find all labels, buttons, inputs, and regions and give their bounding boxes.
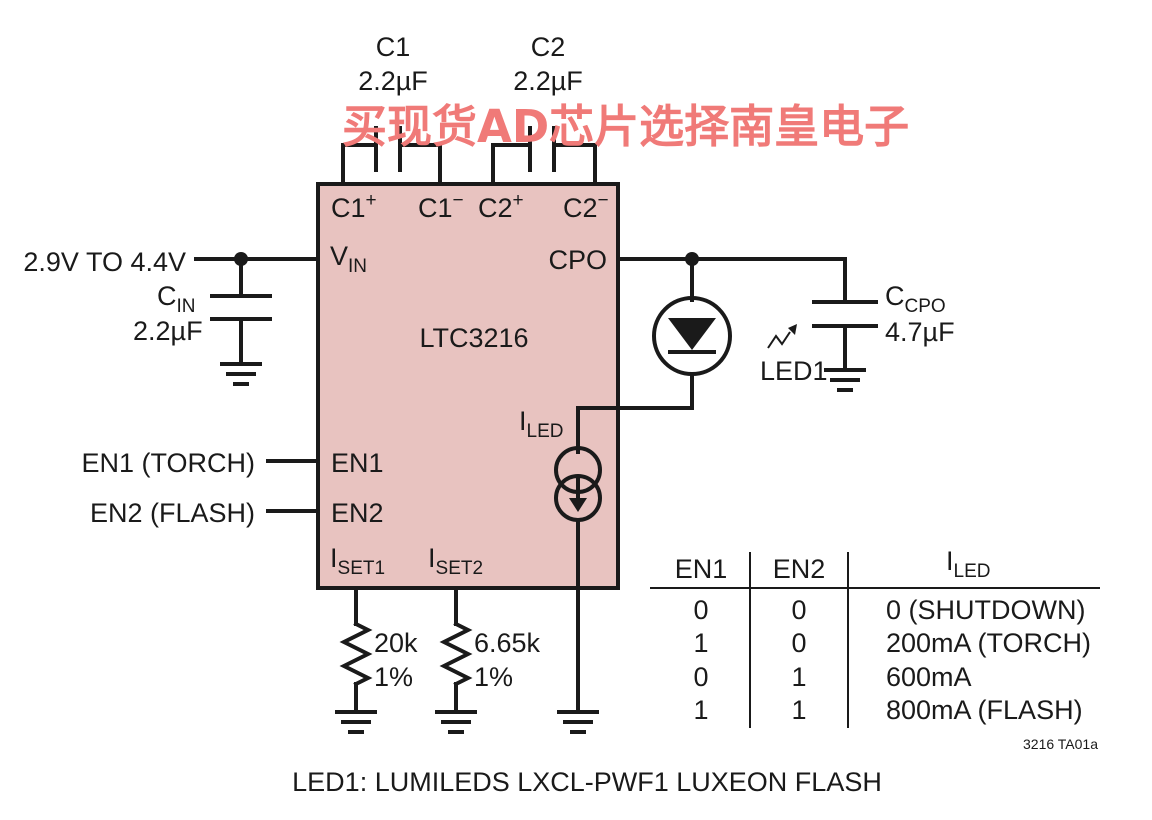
table-header-iled: ILED (946, 546, 990, 582)
chip-name: LTC3216 (419, 323, 528, 353)
r1-value: 20k (374, 628, 418, 658)
led-label: LED1 (760, 356, 828, 386)
cpo-network (616, 252, 878, 372)
c1-capacitor (341, 126, 442, 186)
ccpo-label: CCPO (885, 281, 946, 317)
pin-iset1-text: I (330, 543, 338, 573)
cin-value: 2.2µF (133, 316, 203, 346)
pin-iset2-text: I (428, 543, 436, 573)
pin-iset1: ISET1 (330, 543, 385, 579)
ground-symbol (435, 710, 477, 734)
table-cell: 0 (693, 662, 708, 692)
ground-symbol (220, 362, 262, 386)
table-header-en2: EN2 (773, 554, 826, 584)
pin-c1-minus-text: C1 (418, 193, 453, 223)
current-source-symbol (554, 446, 602, 714)
pin-en1: EN1 (331, 448, 384, 478)
c2-capacitor (491, 126, 597, 186)
pin-iset2: ISET2 (428, 543, 483, 579)
vin-network (194, 252, 320, 366)
ground-symbol (557, 710, 599, 734)
pin-c2-plus: C2+ (478, 190, 524, 223)
pin-iset2-sub: SET2 (436, 558, 484, 579)
r2-value: 6.65k (474, 628, 541, 658)
cin-name: C (157, 281, 177, 311)
pin-cpo: CPO (548, 245, 607, 275)
supply-label: 2.9V TO 4.4V (23, 247, 186, 277)
ccpo-sub: CPO (905, 296, 946, 317)
table-header-iled-sub: LED (954, 561, 991, 582)
ground-symbol (824, 368, 866, 392)
table-cell: 1 (791, 695, 806, 725)
c1-value: 2.2µF (358, 66, 428, 96)
c2-name: C2 (531, 32, 566, 62)
table-cell: 1 (693, 628, 708, 658)
en2-input-label: EN2 (FLASH) (90, 498, 255, 528)
iset1-resistor (339, 586, 373, 714)
r1-tolerance: 1% (374, 662, 413, 692)
pin-vin-sub: IN (348, 256, 367, 277)
pin-c2-plus-sup: + (513, 190, 524, 211)
pin-c1-plus: C1+ (331, 190, 377, 223)
table-cell: 0 (791, 595, 806, 625)
r2-tolerance: 1% (474, 662, 513, 692)
en1-input-label: EN1 (TORCH) (81, 448, 255, 478)
figure-id: 3216 TA01a (1023, 736, 1098, 752)
footnote: LED1: LUMILEDS LXCL-PWF1 LUXEON FLASH (292, 767, 882, 797)
pin-en2: EN2 (331, 498, 384, 528)
table-cell: 600mA (886, 662, 972, 692)
pin-iled: ILED (519, 406, 563, 442)
iset2-resistor (439, 586, 473, 714)
cin-label: CIN (157, 281, 196, 317)
table-cell: 200mA (TORCH) (886, 628, 1091, 658)
pin-iset1-sub: SET1 (338, 558, 386, 579)
table-header-iled-text: I (946, 546, 954, 576)
table-cell: 0 (791, 628, 806, 658)
pin-c2-minus: C2− (563, 190, 609, 223)
pin-c1-minus: C1− (418, 190, 464, 223)
ccpo-name: C (885, 281, 905, 311)
ground-symbol (335, 710, 377, 734)
truth-table: EN1 EN2 ILED 0 0 0 (SHUTDOWN) 1 0 200mA … (650, 546, 1100, 728)
c1-name: C1 (376, 32, 411, 62)
pin-iled-text: I (519, 406, 527, 436)
table-cell: 1 (791, 662, 806, 692)
pin-vin: VIN (330, 241, 367, 277)
light-emission-icon (767, 324, 797, 349)
pin-vin-text: V (330, 241, 348, 271)
pin-c1-plus-sup: + (366, 190, 377, 211)
pin-iled-sub: LED (527, 421, 564, 442)
pin-c2-plus-text: C2 (478, 193, 513, 223)
table-cell: 1 (693, 695, 708, 725)
table-header-en1: EN1 (675, 554, 728, 584)
cin-sub: IN (177, 296, 196, 317)
table-cell: 0 (693, 595, 708, 625)
pin-c1-plus-text: C1 (331, 193, 366, 223)
pin-c2-minus-text: C2 (563, 193, 598, 223)
ccpo-value: 4.7µF (885, 317, 955, 347)
c2-value: 2.2µF (513, 66, 583, 96)
pin-c1-minus-sup: − (453, 190, 464, 211)
led-diode-symbol (576, 296, 732, 454)
table-cell: 0 (SHUTDOWN) (886, 595, 1085, 625)
table-cell: 800mA (FLASH) (886, 695, 1083, 725)
ic-body (316, 182, 620, 590)
watermark-text: 买现货AD芯片选择南皇电子 (342, 100, 909, 153)
pin-c2-minus-sup: − (598, 190, 609, 211)
